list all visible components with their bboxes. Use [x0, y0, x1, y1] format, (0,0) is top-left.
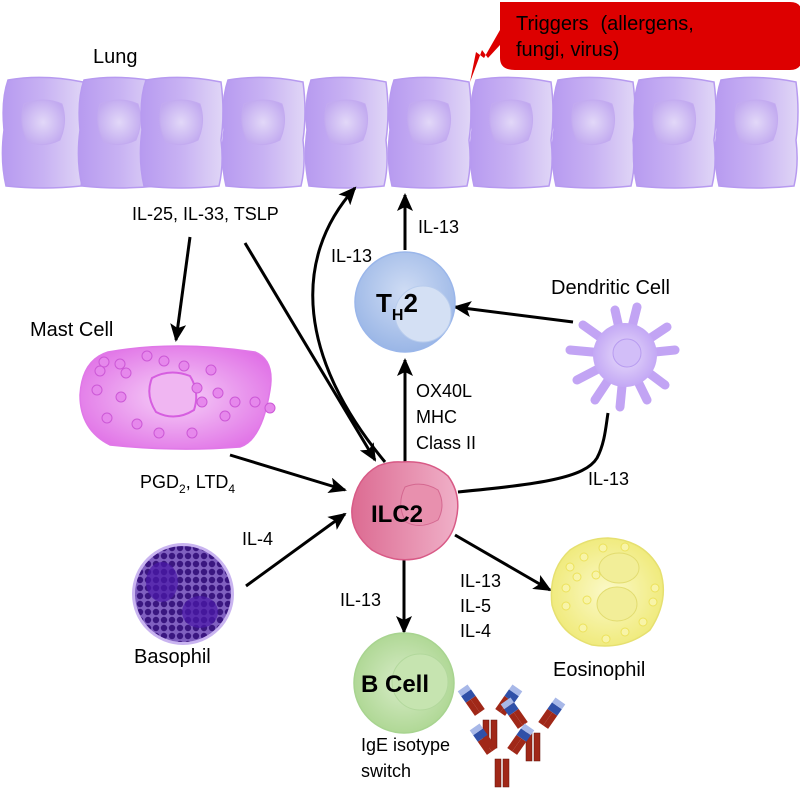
mast-granule [91, 384, 103, 396]
dendritic-cell [565, 302, 680, 412]
arrow-dc-to-th2 [453, 301, 574, 324]
epithelial-cell [139, 76, 224, 189]
eosinophil-granule [565, 562, 575, 572]
epithelial-cell [221, 76, 306, 189]
mast-granule [249, 396, 261, 408]
mast-granule [219, 410, 231, 422]
lung-epithelium [1, 76, 799, 189]
arrow-mast-to-ilc2 [229, 453, 347, 493]
epithelial-cell [551, 76, 636, 189]
pgd2-ltd4-label: PGD2, LTD4 [140, 472, 235, 496]
mast-granule [94, 365, 106, 377]
eosinophil-granule [601, 634, 611, 644]
mhc-label: MHC [416, 407, 457, 427]
mast-granule [131, 418, 143, 430]
epithelial-cell [1, 76, 86, 189]
il13-dc-label: IL-13 [588, 469, 629, 489]
arrow-epithelium-to-ilc2 [243, 242, 377, 462]
ilc2-cell: ILC2 [351, 461, 459, 561]
dendritic-cell-label: Dendritic Cell [551, 277, 670, 299]
arrow-ilc2-to-lung [311, 186, 387, 463]
epithelial-cell [469, 76, 554, 189]
eosinophil-cell [550, 537, 665, 647]
mast-cell [79, 345, 276, 450]
il4-eos-label: IL-4 [460, 621, 491, 641]
mast-granule [205, 364, 217, 376]
eosinophil-granule [561, 601, 571, 611]
il4-basophil-label: IL-4 [242, 529, 273, 549]
eosinophil-granule [579, 552, 589, 562]
triggers-title: Triggers (allergens, [516, 12, 694, 35]
mast-granule [196, 396, 208, 408]
eosinophil-granule [578, 623, 588, 633]
epithelial-cell [304, 76, 389, 189]
mast-granule [101, 412, 113, 424]
il13-bcell-label: IL-13 [340, 590, 381, 610]
b-cell-label: B Cell [361, 671, 429, 698]
mast-granule [120, 367, 132, 379]
line-dc-ilc2 [457, 412, 610, 494]
mast-granule [212, 387, 224, 399]
mast-granule [186, 427, 198, 439]
ox40l-label: OX40L [416, 381, 472, 401]
triggers-detail-2: fungi, virus) [516, 39, 619, 61]
basophil-cell [132, 543, 234, 645]
eosinophil-granule [620, 627, 630, 637]
eosinophil-granule [582, 595, 592, 605]
mast-granule [178, 360, 190, 372]
eosinophil-granule [561, 583, 571, 593]
mast-granule [191, 382, 203, 394]
mast-granule [141, 350, 153, 362]
eosinophil-granule [638, 617, 648, 627]
eosinophil-granule [591, 570, 601, 580]
arrow-epithelium-to-mast [170, 236, 192, 342]
mast-cell-label: Mast Cell [30, 319, 113, 341]
il5-eos-label: IL-5 [460, 596, 491, 616]
eosinophil-granule [598, 543, 608, 553]
ige-antibody-icon [469, 723, 535, 788]
eosinophil-granule [620, 542, 630, 552]
triggers-detail-1: (allergens, [600, 13, 693, 35]
ige-switch-label-2: switch [361, 761, 411, 781]
arrow-basophil-to-ilc2 [245, 512, 347, 588]
triggers-callout: Triggers (allergens, fungi, virus) [470, 2, 800, 82]
th2-label: TH2 [376, 288, 418, 324]
eosinophil-granule [650, 583, 660, 593]
epithelial-cytokines-label: IL-25, IL-33, TSLP [132, 204, 279, 224]
mast-granule [229, 396, 241, 408]
mast-granule [264, 402, 276, 414]
b-cell: B Cell [353, 632, 455, 734]
mast-granule [115, 391, 127, 403]
mast-granule [158, 355, 170, 367]
eosinophil-granule [572, 572, 582, 582]
mast-granule [98, 356, 110, 368]
epithelial-cell [632, 76, 717, 189]
epithelial-cell [714, 76, 799, 189]
epithelial-cell [387, 76, 472, 189]
arrow-ilc2-to-eosinophil [454, 533, 552, 592]
basophil-label: Basophil [134, 646, 211, 668]
ige-switch-label-1: IgE isotype [361, 735, 450, 755]
eosinophil-label: Eosinophil [553, 659, 645, 681]
lung-label: Lung [93, 46, 138, 68]
triggers-title-text: Triggers [516, 13, 589, 35]
ilc2-label: ILC2 [371, 501, 423, 528]
ige-antibody-icon [500, 697, 566, 762]
il13-ilc2-lung-label: IL-13 [331, 246, 372, 266]
eosinophil-granule [648, 597, 658, 607]
mast-granule [114, 358, 126, 370]
il13-eos-label: IL-13 [460, 571, 501, 591]
arrows [170, 186, 610, 634]
il13-th2-lung-label: IL-13 [418, 217, 459, 237]
class-ii-label: Class II [416, 433, 476, 453]
mast-granule [153, 427, 165, 439]
th2-cell: TH2 [354, 251, 456, 353]
ige-antibodies [457, 684, 566, 788]
